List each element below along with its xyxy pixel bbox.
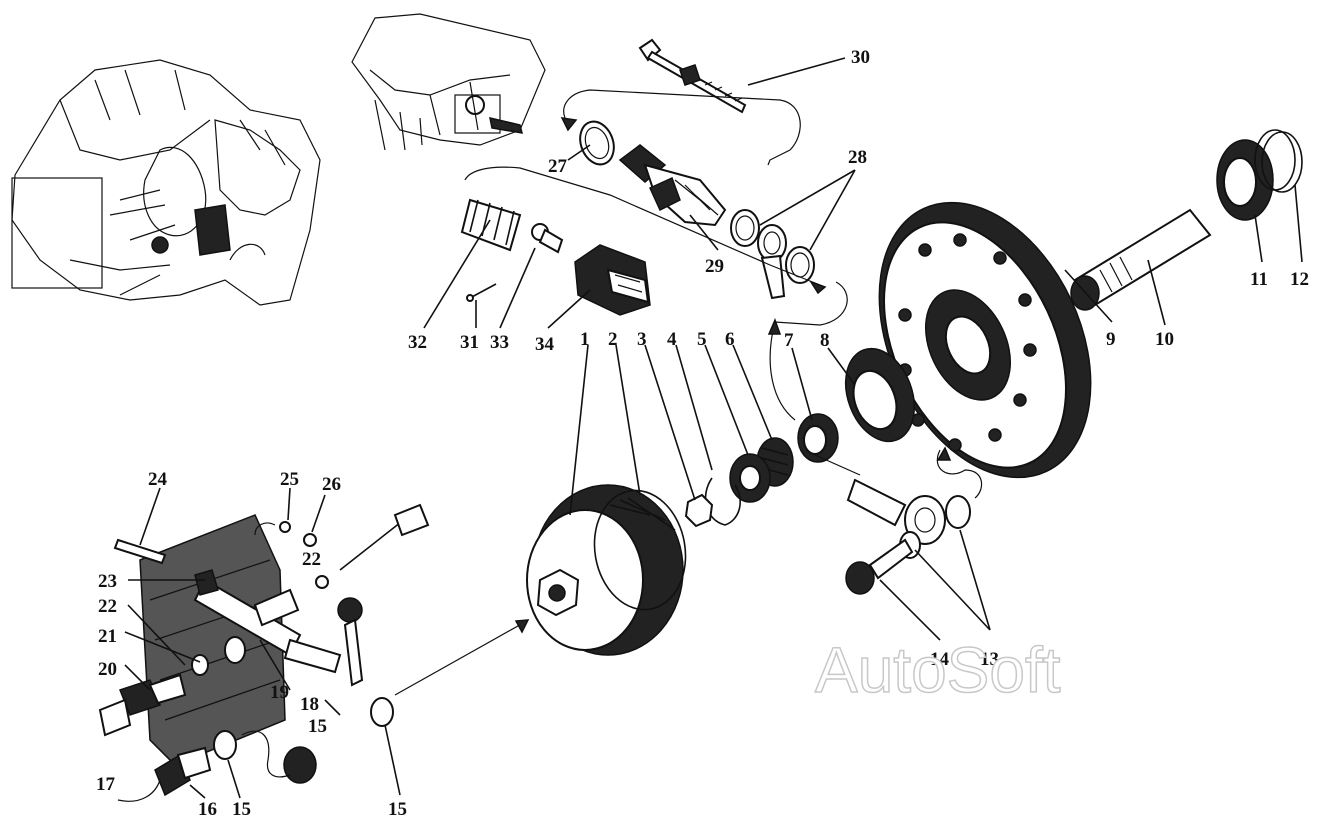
hub-8 xyxy=(844,347,916,443)
label-15-right: 15 xyxy=(388,799,407,820)
engine-overview-drawing xyxy=(11,59,321,306)
pipe-18 xyxy=(283,491,468,784)
bolt-14 xyxy=(845,538,914,595)
fitting-20 xyxy=(98,673,187,737)
label-13: 13 xyxy=(980,649,999,670)
label-19: 19 xyxy=(270,682,289,703)
label-10: 10 xyxy=(1155,329,1174,350)
spring-32 xyxy=(460,198,522,252)
label-7: 7 xyxy=(784,330,794,351)
ring-27 xyxy=(579,120,615,166)
label-34: 34 xyxy=(535,334,555,355)
label-28: 28 xyxy=(848,147,867,168)
label-25: 25 xyxy=(280,469,299,490)
label-6: 6 xyxy=(725,329,735,350)
label-17: 17 xyxy=(96,774,116,795)
watermark: AutoSoft xyxy=(815,634,1061,706)
label-30: 30 xyxy=(851,47,870,68)
cylinder-head-drawing xyxy=(351,13,546,151)
label-23: 23 xyxy=(98,571,117,592)
arrowheads xyxy=(514,117,952,634)
label-3: 3 xyxy=(637,329,647,350)
label-16: 16 xyxy=(198,799,217,820)
bolt-30 xyxy=(638,38,747,114)
washer-15-b xyxy=(370,697,394,727)
pin-31 xyxy=(469,283,497,299)
shaft-10 xyxy=(1070,208,1212,311)
nut-22-top xyxy=(315,575,329,589)
circlip-4 xyxy=(704,477,741,526)
plug-33 xyxy=(531,223,564,254)
pulley-1 xyxy=(526,484,684,656)
nut-25 xyxy=(279,521,291,533)
label-15-middle: 15 xyxy=(232,799,251,820)
label-22-left: 22 xyxy=(98,596,117,617)
label-18: 18 xyxy=(300,694,319,715)
washers-banjo-28 xyxy=(730,209,815,300)
label-20: 20 xyxy=(98,659,117,680)
label-5: 5 xyxy=(697,329,707,350)
label-33: 33 xyxy=(490,332,509,353)
union-16 xyxy=(154,746,212,797)
stud-24 xyxy=(113,538,167,565)
nut-3 xyxy=(684,493,714,528)
label-21: 21 xyxy=(98,626,117,647)
nut-7 xyxy=(797,413,839,463)
label-15-upper: 15 xyxy=(308,716,327,737)
label-8: 8 xyxy=(820,330,830,351)
nut-26 xyxy=(303,533,317,547)
callout-labels: 1 2 3 4 5 6 7 8 9 10 11 12 13 14 15 15 1… xyxy=(96,47,1309,820)
bearing-11 xyxy=(1216,139,1274,221)
leader-lines xyxy=(124,57,1303,799)
valve-block-34 xyxy=(574,244,651,316)
label-9: 9 xyxy=(1106,329,1116,350)
label-11: 11 xyxy=(1250,269,1268,290)
label-32: 32 xyxy=(408,332,427,353)
label-2: 2 xyxy=(608,329,618,350)
label-4: 4 xyxy=(667,329,677,350)
label-22-right: 22 xyxy=(302,549,321,570)
label-29: 29 xyxy=(705,256,724,277)
label-1: 1 xyxy=(580,329,590,350)
label-14: 14 xyxy=(930,649,950,670)
label-26: 26 xyxy=(322,474,341,495)
o-ring-2 xyxy=(593,489,687,611)
label-24: 24 xyxy=(148,469,168,490)
label-27: 27 xyxy=(548,156,568,177)
flywheel-9 xyxy=(878,201,1092,479)
label-31: 31 xyxy=(460,332,479,353)
washer-15-a xyxy=(213,730,237,760)
label-12: 12 xyxy=(1290,269,1309,290)
union-fitting-29 xyxy=(618,144,727,227)
